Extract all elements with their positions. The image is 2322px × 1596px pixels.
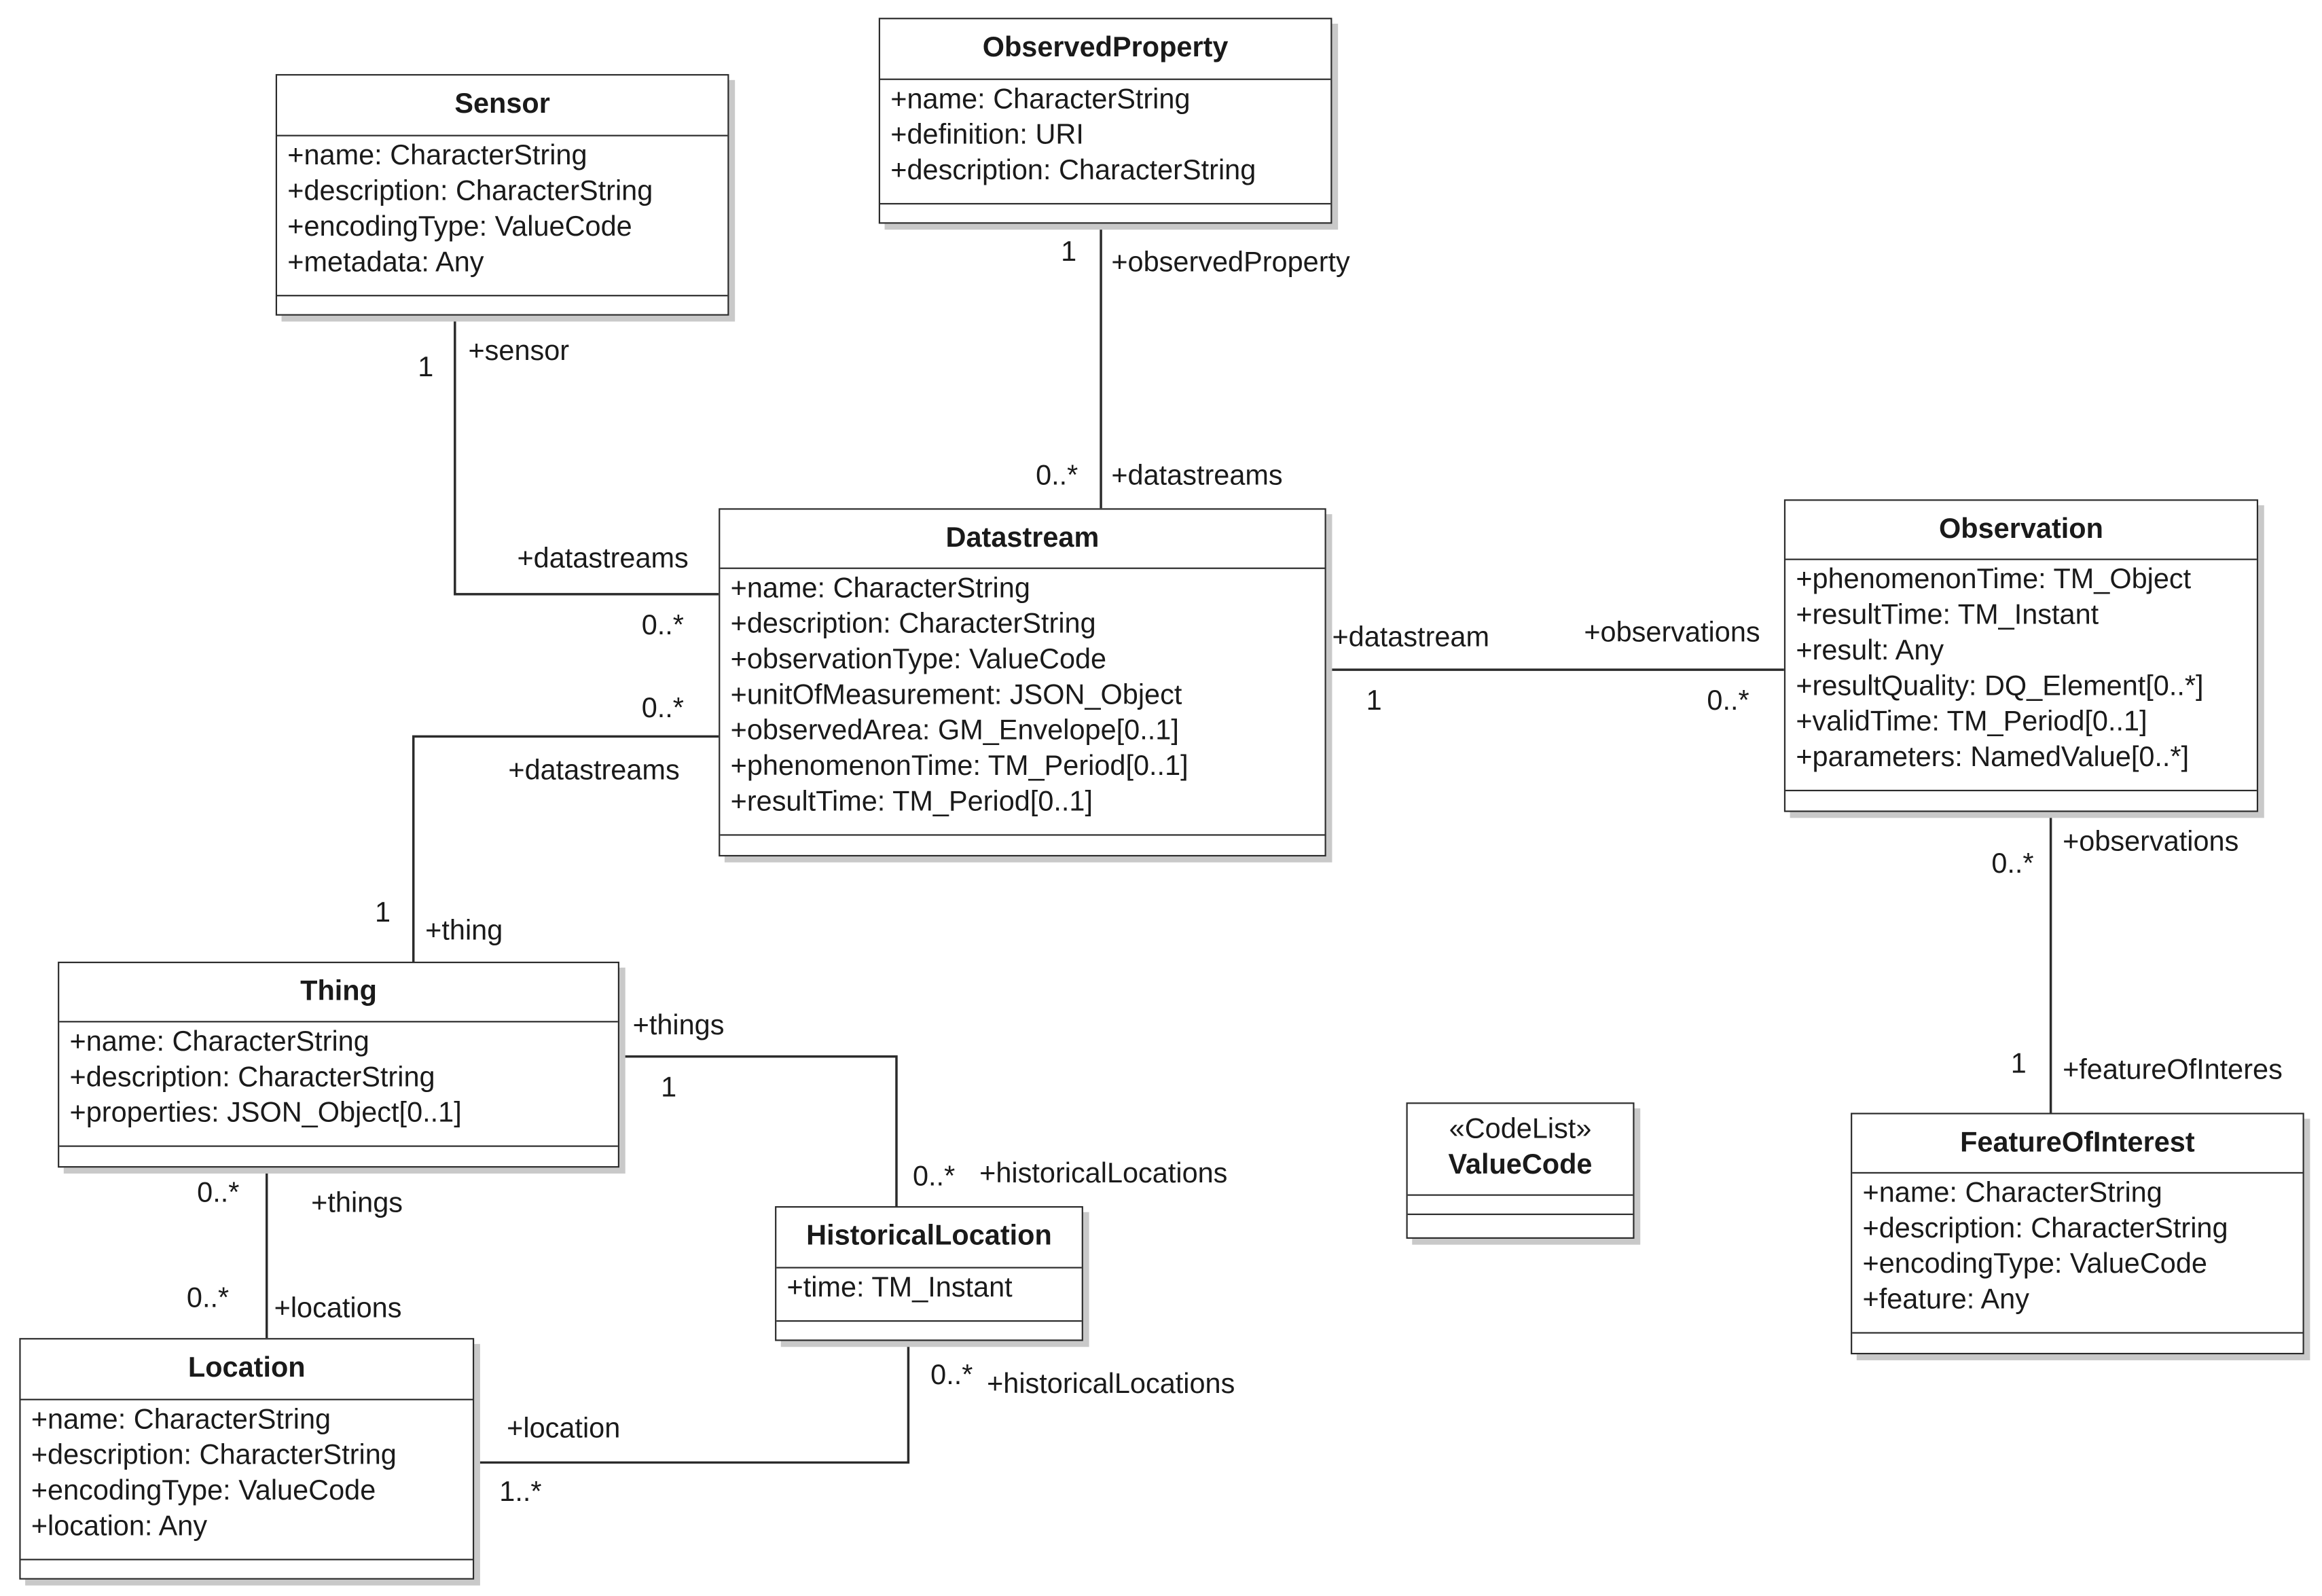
feature-of-interest-attribute: +encodingType: ValueCode — [1862, 1249, 2207, 1281]
class-value-code-attributes — [1407, 1196, 1633, 1216]
class-observation: Observation +phenomenonTime: TM_Object +… — [1783, 499, 2259, 812]
multiplicity-label: 0..* — [1707, 686, 1749, 717]
location-attribute: +description: CharacterString — [31, 1440, 397, 1472]
role-label: +observedProperty — [1111, 247, 1350, 279]
class-sensor: Sensor +name: CharacterString +descripti… — [275, 74, 729, 316]
datastream-attribute: +description: CharacterString — [730, 609, 1096, 640]
class-location-name: Location — [20, 1339, 473, 1400]
sensor-attribute: +name: CharacterString — [287, 141, 587, 173]
role-label: +observations — [1584, 617, 1760, 649]
datastream-attribute: +unitOfMeasurement: JSON_Object — [730, 680, 1182, 712]
multiplicity-label: 0..* — [1036, 460, 1078, 492]
role-label: +things — [311, 1188, 403, 1220]
observation-attribute: +parameters: NamedValue[0..*] — [1796, 742, 2190, 774]
historical-location-attribute: +time: TM_Instant — [786, 1273, 1013, 1304]
class-historical-location-name: HistoricalLocation — [776, 1208, 1082, 1269]
observation-attribute: +resultTime: TM_Instant — [1796, 600, 2099, 632]
sensor-attribute: +description: CharacterString — [287, 176, 653, 208]
datastream-attribute: +phenomenonTime: TM_Period[0..1] — [730, 751, 1189, 782]
association-thing-datastream — [412, 735, 719, 962]
multiplicity-label: 0..* — [186, 1283, 230, 1315]
role-label: +sensor — [468, 336, 570, 368]
class-observed-property-attributes: +name: CharacterString +definition: URI … — [879, 80, 1331, 205]
location-attribute: +encodingType: ValueCode — [31, 1476, 376, 1507]
thing-attribute: +description: CharacterString — [69, 1062, 435, 1094]
class-observation-name: Observation — [1785, 501, 2257, 560]
datastream-attribute: +observationType: ValueCode — [730, 645, 1107, 676]
class-historical-location-attributes: +time: TM_Instant — [776, 1269, 1082, 1322]
association-thing-historicallocation — [617, 1055, 898, 1206]
class-value-code-name: «CodeList» ValueCode — [1407, 1104, 1633, 1196]
role-label: +datastreams — [1111, 460, 1283, 492]
multiplicity-label: 1..* — [499, 1477, 542, 1509]
class-value-code: «CodeList» ValueCode — [1406, 1102, 1635, 1239]
multiplicity-label: 1 — [2010, 1049, 2027, 1081]
class-sensor-name: Sensor — [276, 75, 728, 137]
class-value-code-stereotype: «CodeList» — [1449, 1114, 1592, 1146]
class-feature-of-interest-name: FeatureOfInterest — [1852, 1114, 2303, 1174]
observed-property-attribute: +definition: URI — [890, 120, 1084, 151]
sensor-attribute: +metadata: Any — [287, 247, 484, 279]
role-label: +datastreams — [508, 755, 680, 787]
class-observed-property-name: ObservedProperty — [879, 19, 1331, 80]
sensor-attribute: +encodingType: ValueCode — [287, 211, 632, 243]
multiplicity-label: 0..* — [197, 1178, 240, 1210]
class-feature-of-interest-attributes: +name: CharacterString +description: Cha… — [1852, 1174, 2303, 1334]
role-label: +thing — [425, 915, 503, 947]
role-label: +featureOfInteres — [2063, 1055, 2283, 1087]
class-feature-of-interest: FeatureOfInterest +name: CharacterString… — [1851, 1112, 2304, 1355]
multiplicity-label: 1 — [374, 898, 391, 929]
class-datastream: Datastream +name: CharacterString +descr… — [719, 508, 1326, 857]
multiplicity-label: 0..* — [930, 1360, 973, 1392]
observed-property-attribute: +description: CharacterString — [890, 156, 1256, 187]
role-label: +datastreams — [517, 543, 689, 575]
class-location: Location +name: CharacterString +descrip… — [19, 1338, 475, 1580]
class-observed-property: ObservedProperty +name: CharacterString … — [878, 18, 1332, 224]
class-value-code-title: ValueCode — [1448, 1150, 1593, 1181]
multiplicity-label: 0..* — [1991, 849, 2034, 880]
datastream-attribute: +observedArea: GM_Envelope[0..1] — [730, 715, 1179, 747]
location-attribute: +name: CharacterString — [31, 1404, 331, 1436]
association-sensor-datastream — [454, 315, 719, 596]
class-thing-attributes: +name: CharacterString +description: Cha… — [59, 1022, 618, 1147]
role-label: +location — [507, 1413, 621, 1445]
role-label: +datastream — [1332, 622, 1490, 654]
observation-attribute: +phenomenonTime: TM_Object — [1796, 564, 2192, 596]
role-label: +locations — [274, 1293, 402, 1325]
multiplicity-label: 0..* — [912, 1161, 956, 1193]
class-historical-location: HistoricalLocation +time: TM_Instant — [775, 1205, 1083, 1341]
datastream-attribute: +name: CharacterString — [730, 573, 1030, 605]
role-label: +historicalLocations — [979, 1159, 1228, 1190]
class-thing: Thing +name: CharacterString +descriptio… — [58, 961, 619, 1168]
multiplicity-label: 1 — [1061, 237, 1077, 268]
multiplicity-label: 0..* — [641, 693, 684, 725]
class-location-attributes: +name: CharacterString +description: Cha… — [20, 1400, 473, 1561]
multiplicity-label: 0..* — [641, 610, 684, 642]
multiplicity-label: 1 — [661, 1072, 677, 1104]
datastream-attribute: +resultTime: TM_Period[0..1] — [730, 786, 1093, 818]
role-label: +observations — [2063, 827, 2239, 858]
class-datastream-name: Datastream — [720, 510, 1325, 569]
feature-of-interest-attribute: +name: CharacterString — [1862, 1178, 2162, 1210]
observation-attribute: +result: Any — [1796, 635, 1944, 667]
association-location-historicallocation — [474, 1341, 910, 1464]
observation-attribute: +resultQuality: DQ_Element[0..*] — [1796, 671, 2204, 703]
thing-attribute: +properties: JSON_Object[0..1] — [69, 1098, 462, 1129]
location-attribute: +location: Any — [31, 1511, 208, 1543]
class-observation-attributes: +phenomenonTime: TM_Object +resultTime: … — [1785, 560, 2257, 792]
feature-of-interest-attribute: +description: CharacterString — [1862, 1213, 2228, 1245]
multiplicity-label: 1 — [1366, 686, 1382, 717]
class-thing-name: Thing — [59, 963, 618, 1023]
role-label: +things — [632, 1010, 725, 1042]
observed-property-attribute: +name: CharacterString — [890, 84, 1191, 116]
class-datastream-attributes: +name: CharacterString +description: Cha… — [720, 569, 1325, 836]
class-sensor-attributes: +name: CharacterString +description: Cha… — [276, 137, 728, 297]
feature-of-interest-attribute: +feature: Any — [1862, 1284, 2029, 1316]
role-label: +historicalLocations — [987, 1368, 1235, 1400]
multiplicity-label: 1 — [418, 352, 434, 384]
thing-attribute: +name: CharacterString — [69, 1026, 369, 1058]
observation-attribute: +validTime: TM_Period[0..1] — [1796, 706, 2147, 738]
